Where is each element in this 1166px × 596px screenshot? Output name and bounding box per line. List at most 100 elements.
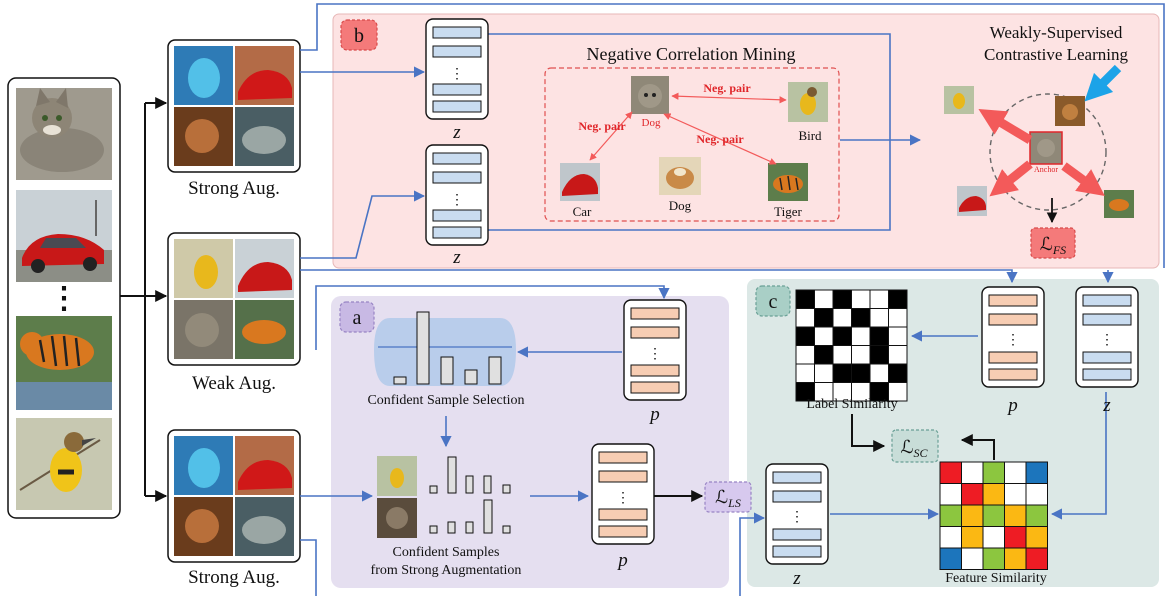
wscl-neg-tiger-image: [1104, 190, 1134, 218]
connector-weak-to-p: [300, 269, 1018, 284]
label-similarity-cell: [851, 363, 871, 383]
feature-similarity-cell: [939, 526, 962, 549]
ncm-tiger-label: Tiger: [774, 204, 802, 219]
z-vector-top-ellipsis: ⋮: [450, 67, 464, 82]
confident-samples-label-1: Confident Samples: [393, 545, 500, 560]
z2-to-wscl-line: [488, 146, 891, 231]
feature-similarity-cell: [982, 547, 1005, 570]
feature-similarity-cell: [1025, 547, 1048, 570]
ncm-dog-label: Dog: [669, 198, 692, 213]
feature-similarity-cell: [982, 504, 1005, 527]
feature-similarity-cell: [982, 483, 1005, 506]
wscl-anchor-image: [1029, 131, 1063, 165]
p-vector-panel-c-label: p: [1006, 395, 1018, 416]
label-similarity-cell: [888, 382, 908, 402]
label-similarity-cell: [795, 363, 815, 383]
selection-histogram: [393, 311, 502, 385]
ncm-box: [544, 67, 840, 222]
feature-similarity-cell: [1004, 483, 1027, 506]
label-similarity-cell: [888, 326, 908, 346]
confident-samples-label-2: from Strong Augmentation: [371, 563, 522, 578]
neg-arrow-dog-tiger: [663, 113, 777, 165]
feature-similarity-cell: [1025, 461, 1048, 484]
p-vector-panel-a-bottom-label: p: [616, 550, 628, 571]
ncm-dog-anchor-label: Dog: [642, 117, 661, 129]
label-similarity-cell: [888, 363, 908, 383]
label-similarity-cell: [832, 345, 852, 365]
p-vector-panel-a-label: p: [648, 404, 660, 425]
label-similarity-cell: [888, 289, 908, 309]
label-similarity-cell: [814, 363, 834, 383]
label-similarity-cell: [888, 345, 908, 365]
loss-ls-label: ℒLS: [715, 487, 741, 510]
ncm-bird-image: [788, 82, 828, 122]
arrow-feature-sim-to-loss: [960, 434, 995, 460]
feature-similarity-cell: [939, 504, 962, 527]
wscl-neg-car-image: [957, 186, 987, 216]
confident-bar-chart: [429, 456, 511, 534]
neg-pair-label-tiger: Neg. pair: [696, 132, 744, 146]
wscl-push-car-arrow: [989, 160, 1033, 197]
label-similarity-cell: [795, 308, 815, 328]
label-similarity-cell: [851, 308, 871, 328]
neg-pair-label-bird: Neg. pair: [703, 81, 751, 95]
wscl-circle: [989, 93, 1107, 211]
weak-aug-label: Weak Aug.: [192, 373, 276, 394]
feature-similarity-cell: [961, 504, 984, 527]
p-vector-panel-c-ellipsis: ⋮: [1006, 333, 1020, 348]
wscl-push-bird-arrow: [978, 109, 1033, 144]
panel-b-tag: [340, 19, 378, 51]
feature-similarity-cell: [982, 461, 1005, 484]
panel-c-tag: [755, 285, 791, 317]
feature-similarity-cell: [1004, 547, 1027, 570]
neg-arrow-dog-bird: [671, 92, 787, 104]
z-vector-top: [425, 18, 489, 120]
label-similarity-cell: [814, 345, 834, 365]
wscl-push-tiger-arrow: [1061, 162, 1105, 196]
label-similarity-cell: [814, 326, 834, 346]
z-vector-bottom-ellipsis: ⋮: [450, 193, 464, 208]
loss-fs-box: [1030, 227, 1076, 259]
wscl-neg-bird-image: [944, 86, 974, 114]
input-bird-image: [16, 418, 112, 510]
loss-sc-box: [891, 429, 939, 463]
connector-top-outer: [300, 3, 1165, 268]
feature-similarity-cell: [961, 461, 984, 484]
p-vector-panel-a-bottom-ellipsis: ⋮: [616, 491, 630, 506]
selection-region: [374, 318, 516, 386]
label-similarity-cell: [832, 363, 852, 383]
label-similarity-cell: [814, 308, 834, 328]
feature-similarity-cell: [1004, 526, 1027, 549]
weak-aug-grid: [167, 232, 301, 366]
wscl-positive-image: [1055, 96, 1085, 126]
z-vector-panel-c-bottom: [765, 463, 829, 565]
z-vector-panel-c-bottom-label: z: [792, 568, 801, 589]
label-similarity-matrix: [795, 289, 908, 402]
label-similarity-cell: [888, 308, 908, 328]
ncm-title: Negative Correlation Mining: [587, 44, 796, 64]
neg-arrow-dog-car: [589, 111, 633, 161]
label-similarity-cell: [832, 308, 852, 328]
label-similarity-cell: [851, 289, 871, 309]
arrow-label-sim-to-loss: [851, 414, 886, 452]
label-similarity-cell: [869, 308, 889, 328]
p-vector-panel-c: [981, 286, 1045, 388]
label-similarity-cell: [869, 363, 889, 383]
ncm-car-label: Car: [573, 204, 592, 219]
z-vector-panel-c: [1075, 286, 1139, 388]
feature-similarity-cell: [982, 526, 1005, 549]
panel-a-tag: [339, 301, 375, 333]
label-similarity-cell: [814, 289, 834, 309]
z-vector-top-label: z: [452, 122, 461, 143]
feature-similarity-cell: [939, 483, 962, 506]
p-vector-panel-a-ellipsis: ⋮: [648, 347, 662, 362]
wscl-title-line1: Weakly-Supervised: [990, 23, 1123, 42]
label-similarity-cell: [851, 326, 871, 346]
z-vector-panel-c-ellipsis: ⋮: [1100, 333, 1114, 348]
ncm-tiger-image: [768, 163, 808, 201]
feature-similarity-cell: [939, 461, 962, 484]
input-cat-image: [16, 88, 112, 180]
panel-b-tag-text: b: [354, 25, 364, 47]
wscl-pull-arrow: [1084, 64, 1122, 102]
label-similarity-cell: [869, 326, 889, 346]
